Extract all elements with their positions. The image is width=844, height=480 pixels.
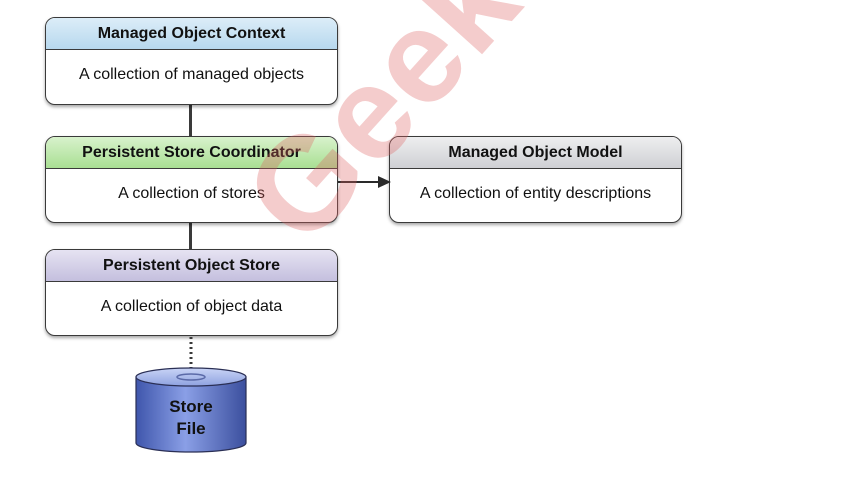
connector-coordinator-store [189,222,192,250]
managed-object-context-title: Managed Object Context [46,18,337,50]
store-file-label-line1: Store [169,397,213,416]
store-file-label: Store File [136,396,246,440]
persistent-object-store-box: Persistent Object Store A collection of … [45,249,338,336]
managed-object-context-description: A collection of managed objects [78,66,305,83]
managed-object-context-box: Managed Object Context A collection of m… [45,17,338,105]
persistent-store-coordinator-title: Persistent Store Coordinator [46,137,337,169]
uses-model-arrow [338,176,391,188]
persistent-store-coordinator-description: A collection of stores [118,185,265,202]
managed-object-model-description: A collection of entity descriptions [419,185,652,202]
connector-context-coordinator [189,105,192,137]
persistent-object-store-title: Persistent Object Store [46,250,337,282]
store-file-cylinder-icon [135,367,247,453]
managed-object-model-box: Managed Object Model A collection of ent… [389,136,682,223]
store-file-label-line2: File [176,419,206,438]
managed-object-model-title: Managed Object Model [390,137,681,169]
persistent-object-store-description: A collection of object data [100,298,283,315]
persistent-store-coordinator-box: Persistent Store Coordinator A collectio… [45,136,338,223]
